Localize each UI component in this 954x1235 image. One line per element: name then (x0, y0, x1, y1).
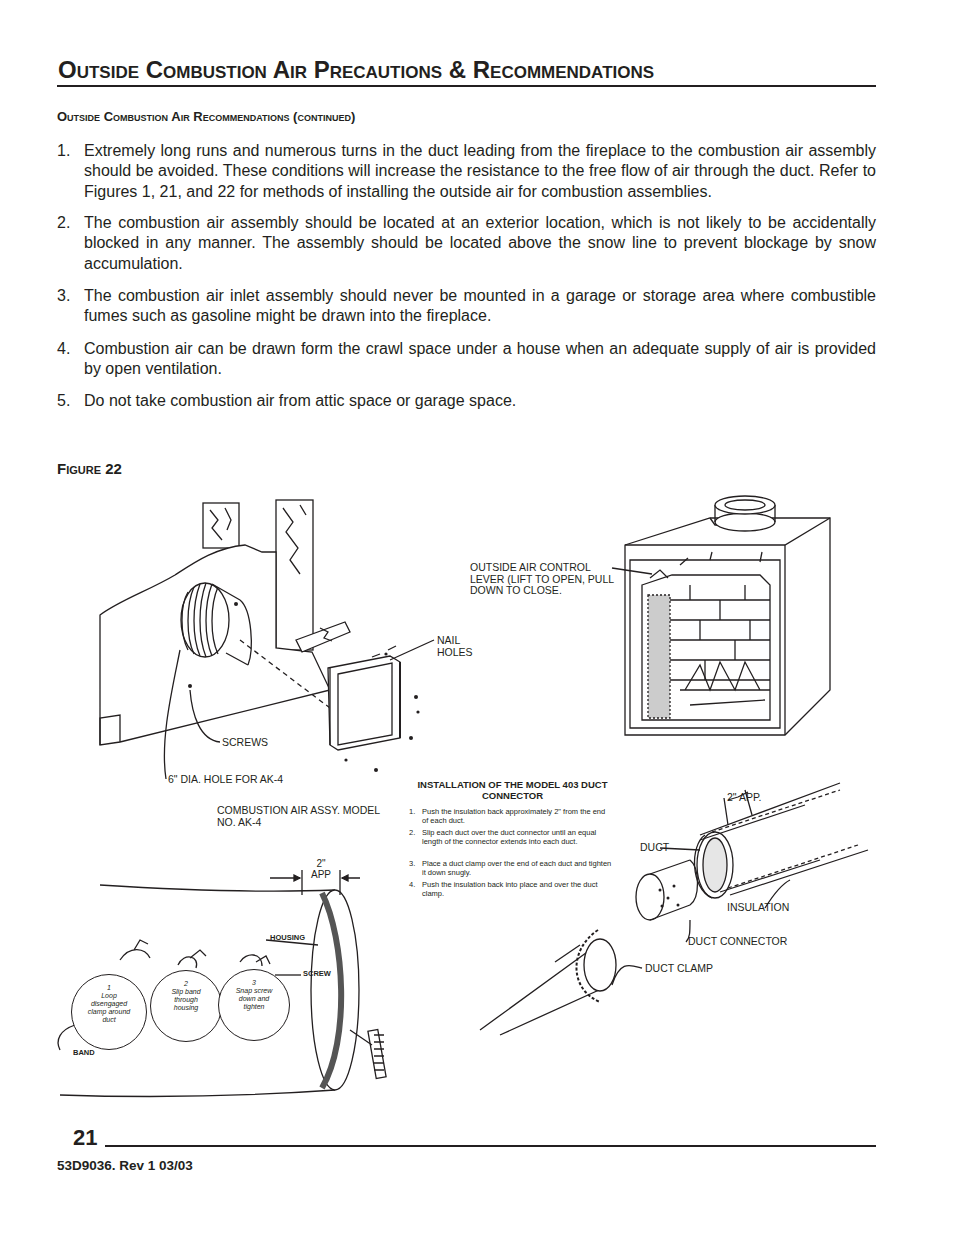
part-label: INSULATION (727, 902, 807, 914)
step-circle: 3Snap screw down and tighten (218, 969, 290, 1041)
page-heading: Outside Combustion Air Precautions & Rec… (58, 56, 654, 85)
part-label: Outside Combustion Air Recommendations (… (57, 109, 355, 125)
part-label: COMBUSTION AIR ASSY. MODEL NO. AK-4 (217, 804, 387, 828)
step-note: Push the insulation back approximately 2… (422, 807, 612, 825)
paragraph-text: 5. (57, 391, 82, 411)
part-label: Figure 22 (57, 460, 122, 478)
part-label: DUCT CLAMP (645, 963, 713, 975)
part-label: 6" DIA. HOLE FOR AK-4 (168, 774, 283, 786)
part-label: INSTALLATION OF THE MODEL 403 DUCT CONNE… (405, 779, 620, 802)
step-note: 1. (409, 807, 423, 816)
step-note: 4. (409, 880, 423, 889)
step-number: 1 (99, 984, 119, 992)
paragraph-text: Extremely long runs and numerous turns i… (84, 141, 876, 202)
paragraph-text: 2. (57, 213, 82, 233)
step-note: Push the insulation back into place and … (422, 880, 612, 898)
step-note: 2. (409, 828, 423, 837)
part-label: 2" APP (306, 858, 336, 880)
part-label: OUTSIDE AIR CONTROL LEVER (LIFT TO OPEN,… (470, 562, 620, 597)
wall-illustration (100, 500, 434, 779)
step-circle: 1Loop disengaged clamp around duct (71, 974, 147, 1050)
paragraph-text: The combustion air assembly should be lo… (84, 213, 876, 274)
paragraph-text: 3. (57, 286, 82, 306)
heading-rule (57, 85, 876, 87)
step-note: 3. (409, 859, 423, 868)
part-label: DUCT CONNECTOR (688, 936, 787, 948)
step-caption: Loop disengaged clamp around duct (86, 992, 132, 1024)
paragraph-text: 1. (57, 141, 82, 161)
part-label: DUCT (640, 842, 680, 854)
step-note: Place a duct clamp over the end of each … (422, 859, 612, 877)
part-label: NAIL HOLES (437, 635, 487, 658)
fireplace-illustration (612, 496, 830, 735)
step-circle: 2Slip band through housing (150, 970, 222, 1042)
step-note: Slip each duct over the duct connector u… (422, 828, 612, 846)
paragraph-text: 21 (73, 1126, 113, 1150)
paragraph-text: Do not take combustion air from attic sp… (84, 391, 876, 411)
step-caption: Snap screw down and tighten (232, 987, 275, 1011)
part-label: 53D9036. Rev 1 03/03 (57, 1159, 193, 1174)
duct-connector-illustration (480, 783, 868, 1035)
step-number: 2 (176, 980, 196, 988)
paragraph-text: Combustion air can be drawn form the cra… (84, 339, 876, 380)
step-note: SCREW (303, 970, 343, 978)
step-note: BAND (73, 1049, 113, 1057)
footer-rule (105, 1145, 876, 1147)
paragraph-text: The combustion air inlet assembly should… (84, 286, 876, 327)
part-label: SCREWS (222, 737, 292, 749)
paragraph-text: 4. (57, 339, 82, 359)
clamp-illustration (58, 870, 386, 1096)
step-note: HOUSING (270, 934, 330, 942)
part-label: 2" APP. (727, 792, 761, 804)
step-number: 3 (244, 979, 264, 987)
step-caption: Slip band through housing (164, 988, 207, 1012)
